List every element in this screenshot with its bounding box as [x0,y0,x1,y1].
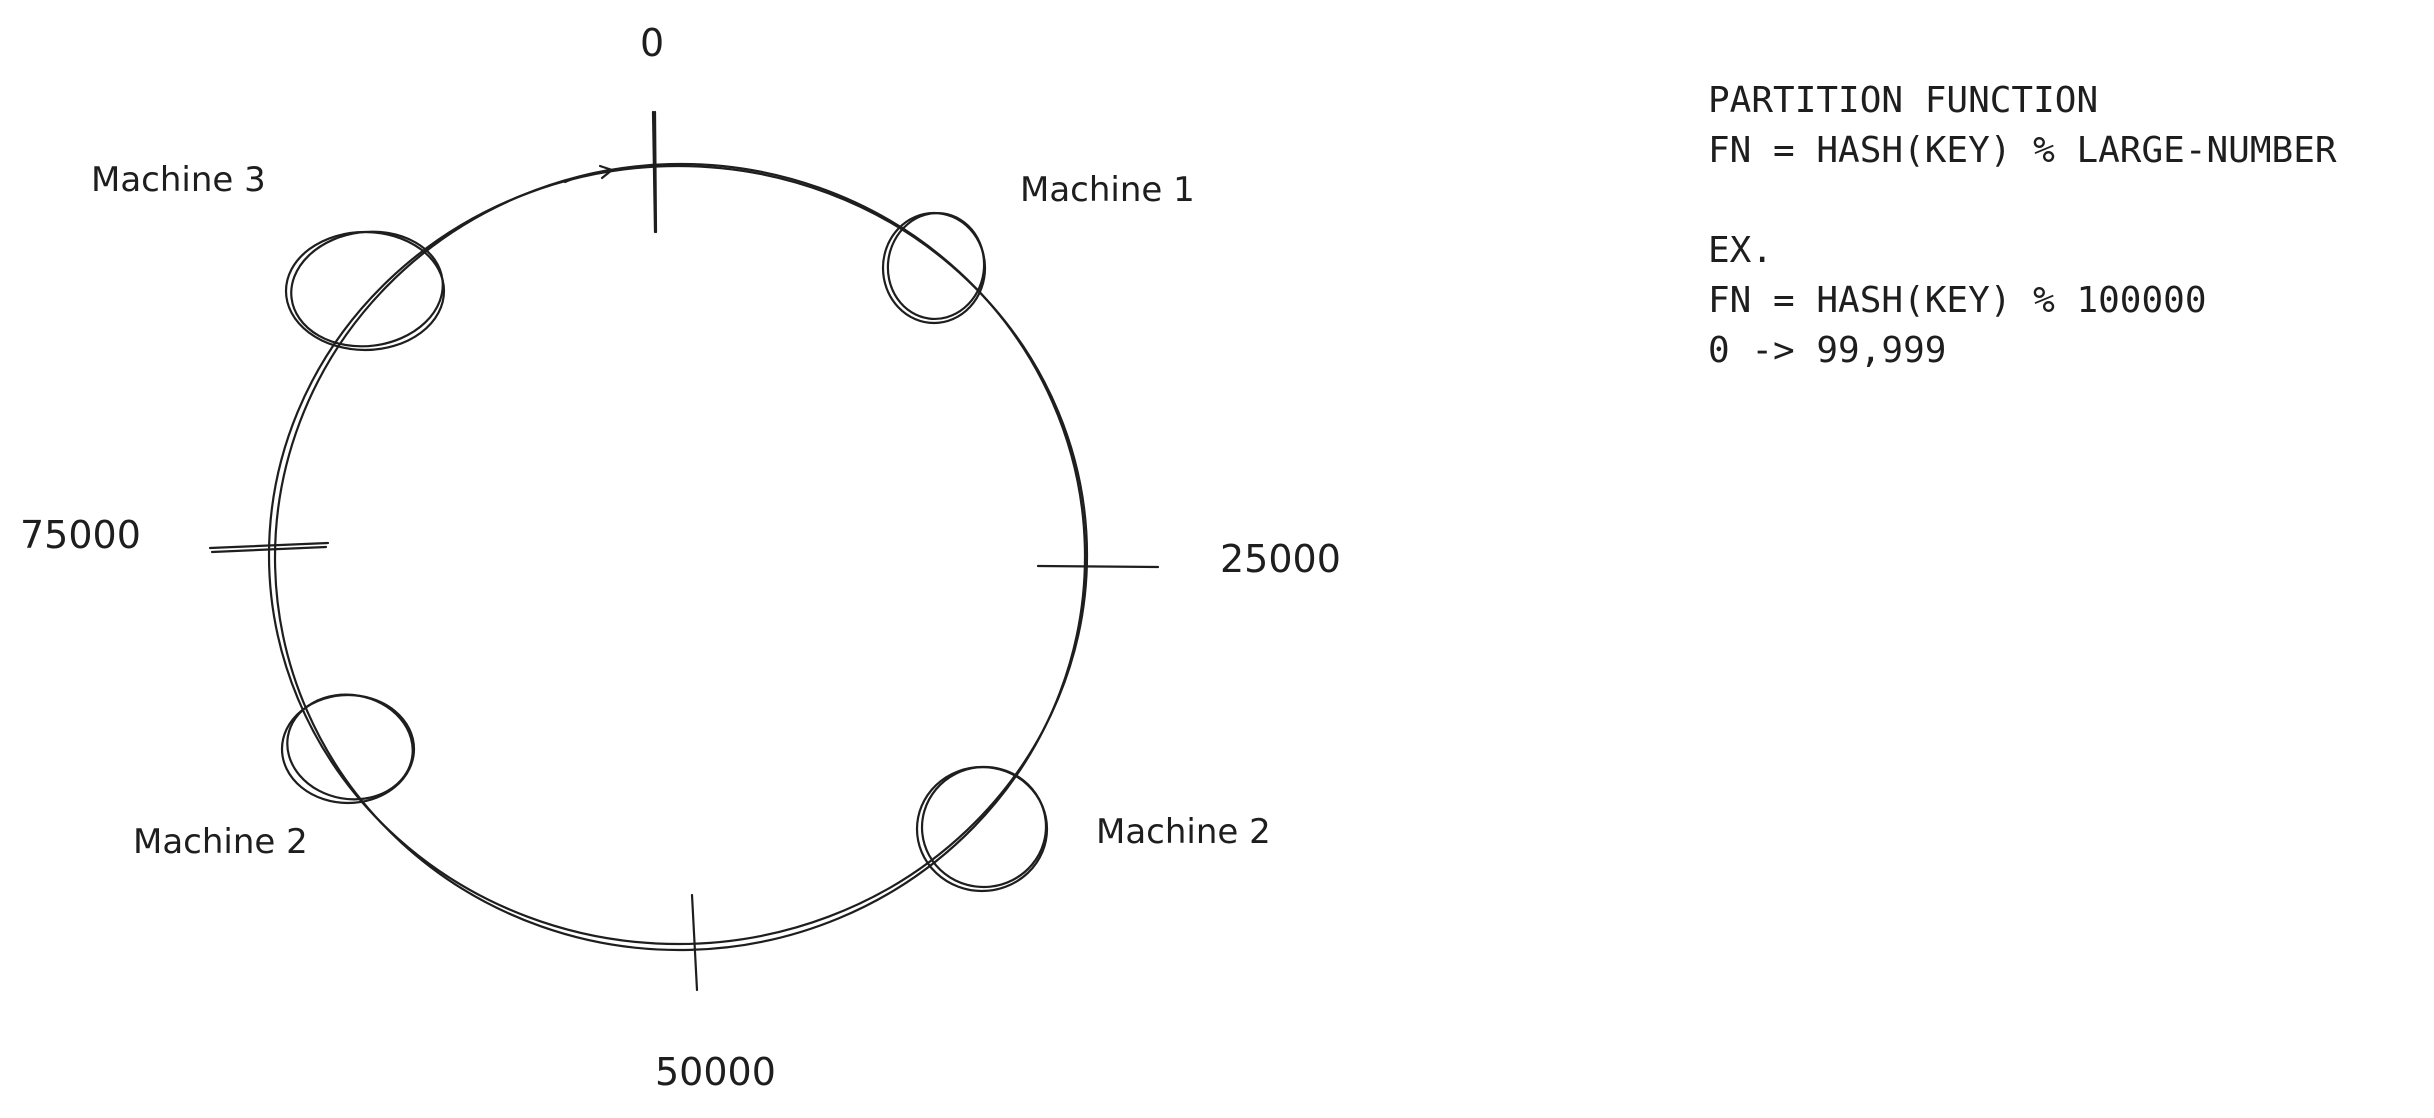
tick-label-25000: 25000 [1220,537,1341,581]
tick-label-75000: 75000 [20,513,141,557]
tick-label-50000: 50000 [655,1050,776,1094]
machine-2-node-left [280,693,416,805]
tick-mark-75000 [208,541,330,554]
machine-3-node [284,230,446,352]
machine-label-3: Machine 3 [91,160,266,200]
tick-mark-25000 [1036,564,1160,569]
machine-1-node [881,211,987,325]
notes-example-heading: EX. [1708,230,1774,271]
notes-range: 0 -> 99,999 [1708,330,1947,371]
ring-direction-arrow [563,164,615,184]
machine-2-node-right [915,765,1049,893]
machine-label-2-left: Machine 2 [133,822,308,862]
hash-ring-sketch-stroke [273,162,1087,952]
machine-label-1: Machine 1 [1020,170,1195,210]
machine-label-2-right: Machine 2 [1096,812,1271,852]
notes-spacer [1708,176,2337,226]
partition-function-notes: PARTITION FUNCTION FN = HASH(KEY) % LARG… [1708,76,2337,376]
hash-ring [267,164,1089,946]
notes-formula-example: FN = HASH(KEY) % 100000 [1708,280,2207,321]
tick-label-0: 0 [640,21,665,65]
notes-heading: PARTITION FUNCTION [1708,80,2099,121]
notes-formula-general: FN = HASH(KEY) % LARGE-NUMBER [1708,130,2337,171]
tick-mark-0 [651,110,658,234]
tick-mark-50000 [690,893,699,992]
